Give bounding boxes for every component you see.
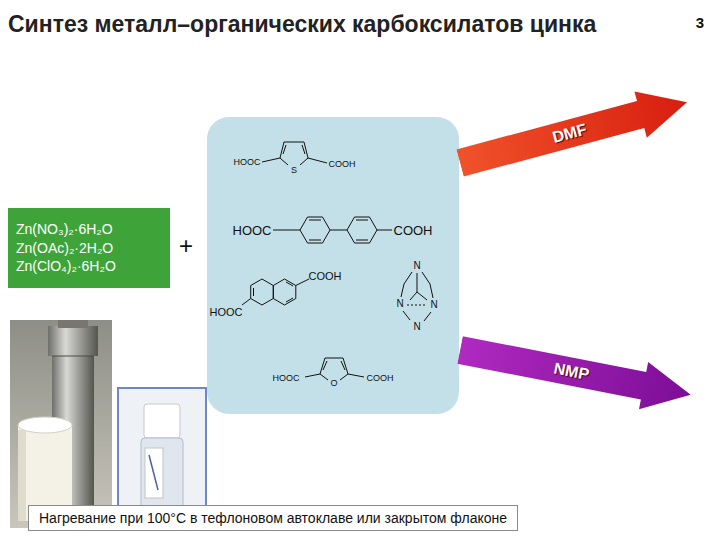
atom-label: O xyxy=(330,379,337,388)
atom-label: COOH xyxy=(367,374,394,383)
salt-box: Zn(NO₃)₂·6H₂OZn(OAc)₂·2H₂OZn(ClO₄)₂·6H₂O xyxy=(8,208,170,288)
atom-label: N xyxy=(430,300,437,310)
atom-label: COOH xyxy=(309,271,342,282)
autoclave-photo xyxy=(10,320,112,528)
salt-formula: Zn(OAc)₂·2H₂O xyxy=(16,239,162,258)
arrow-fill xyxy=(455,326,695,418)
salt-formula: Zn(ClO₄)₂·6H₂O xyxy=(16,257,162,276)
plus-sign: + xyxy=(179,234,193,258)
slide-title: Синтез металл–органических карбоксилатов… xyxy=(8,10,608,40)
arrow-fill xyxy=(454,79,693,186)
solvent-arrow: NMP xyxy=(455,325,695,419)
atom-label: N xyxy=(413,322,420,332)
atom-label: HOOC xyxy=(273,374,300,383)
atom-label: N xyxy=(413,261,420,271)
ligand-panel xyxy=(207,117,459,414)
solvent-arrow: DMF xyxy=(454,78,694,187)
atom-label: HOOC xyxy=(233,224,272,237)
atom-label: S xyxy=(291,166,297,175)
caption-box: Нагревание при 100°С в тефлоновом автокл… xyxy=(28,505,518,531)
atom-label: HOOC xyxy=(234,158,261,167)
atom-label: COOH xyxy=(394,224,433,237)
atom-label: COOH xyxy=(329,160,356,169)
atom-label: HOOC xyxy=(210,307,243,318)
atom-label: N xyxy=(396,299,403,309)
salt-formula: Zn(NO₃)₂·6H₂O xyxy=(16,220,162,239)
page-number: 3 xyxy=(696,15,704,30)
solvent-label: NMP xyxy=(497,348,645,396)
structure-bonds xyxy=(242,142,433,380)
